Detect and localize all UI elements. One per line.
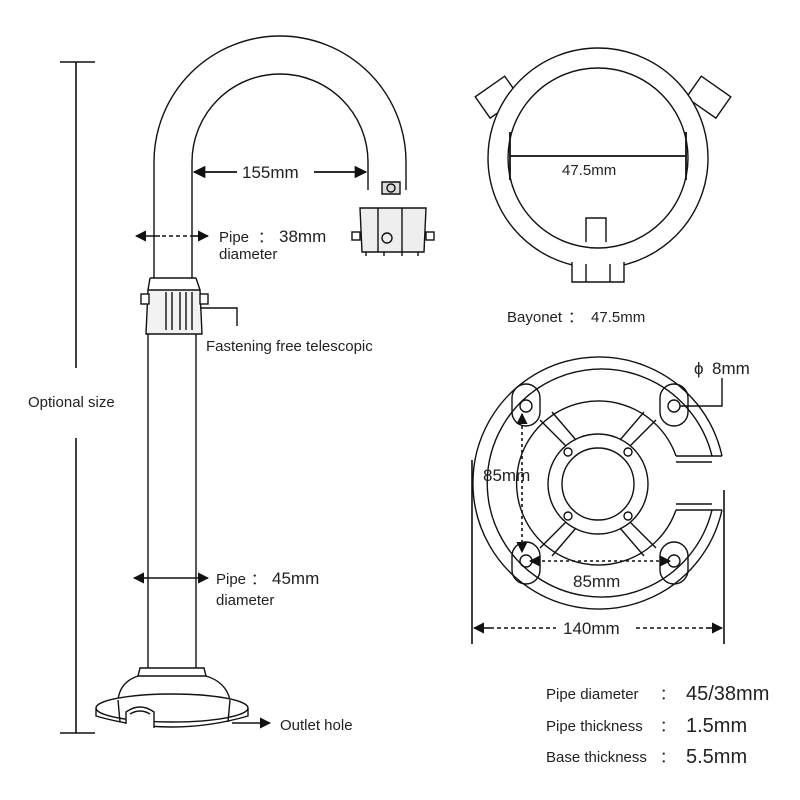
ring-inner-label: 47.5mm	[562, 162, 616, 179]
bayonet-label: Bayonet	[507, 309, 563, 326]
pipe-bottom-sub: diameter	[216, 592, 274, 609]
base-vertical-label: 85mm	[483, 466, 530, 485]
spec-value: 1.5mm	[686, 715, 747, 737]
base-outer-label: 140mm	[563, 619, 620, 638]
spec-colon: ：	[660, 749, 675, 766]
pipe-top-sub: diameter	[219, 246, 277, 263]
bayonet-ring-drawing	[474, 47, 732, 283]
ring-inner-dimension	[509, 132, 687, 180]
hole-dia-label: 8mm	[712, 359, 750, 378]
pipe-top-label: Pipe	[219, 229, 249, 246]
spec-label: Pipe diameter	[546, 686, 639, 703]
bayonet-colon: ：	[568, 309, 583, 326]
fastening-leader	[200, 307, 238, 326]
pipe-top-value: 38mm	[279, 227, 326, 246]
fastening-label: Fastening free telescopic	[206, 338, 373, 355]
spec-colon: ：	[660, 686, 675, 703]
hole-dia-leader	[680, 378, 723, 407]
outlet-label: Outlet hole	[280, 717, 353, 734]
pipe-bottom-colon: ：	[251, 571, 266, 588]
wall-bracket-drawing	[95, 35, 435, 728]
spec-label: Base thickness	[546, 749, 647, 766]
base-horizontal-label: 85mm	[573, 572, 620, 591]
spec-colon: ：	[660, 718, 675, 735]
base-outer-dimension	[471, 460, 725, 644]
spec-label: Pipe thickness	[546, 718, 643, 735]
optional-size-label: Optional size	[28, 394, 115, 411]
pipe-bottom-value: 45mm	[272, 569, 319, 588]
specs-list: Pipe diameter ： 45/38mm Pipe thickness ：…	[546, 683, 769, 768]
phi-symbol: ϕ	[694, 359, 704, 378]
overall-height-dimension	[60, 61, 95, 734]
pipe-top-colon: ：	[258, 229, 273, 246]
spec-value: 45/38mm	[686, 683, 769, 705]
arch-width-label: 155mm	[242, 163, 299, 182]
spec-value: 5.5mm	[686, 746, 747, 768]
pipe-bottom-label: Pipe	[216, 571, 246, 588]
bayonet-value: 47.5mm	[591, 309, 645, 326]
